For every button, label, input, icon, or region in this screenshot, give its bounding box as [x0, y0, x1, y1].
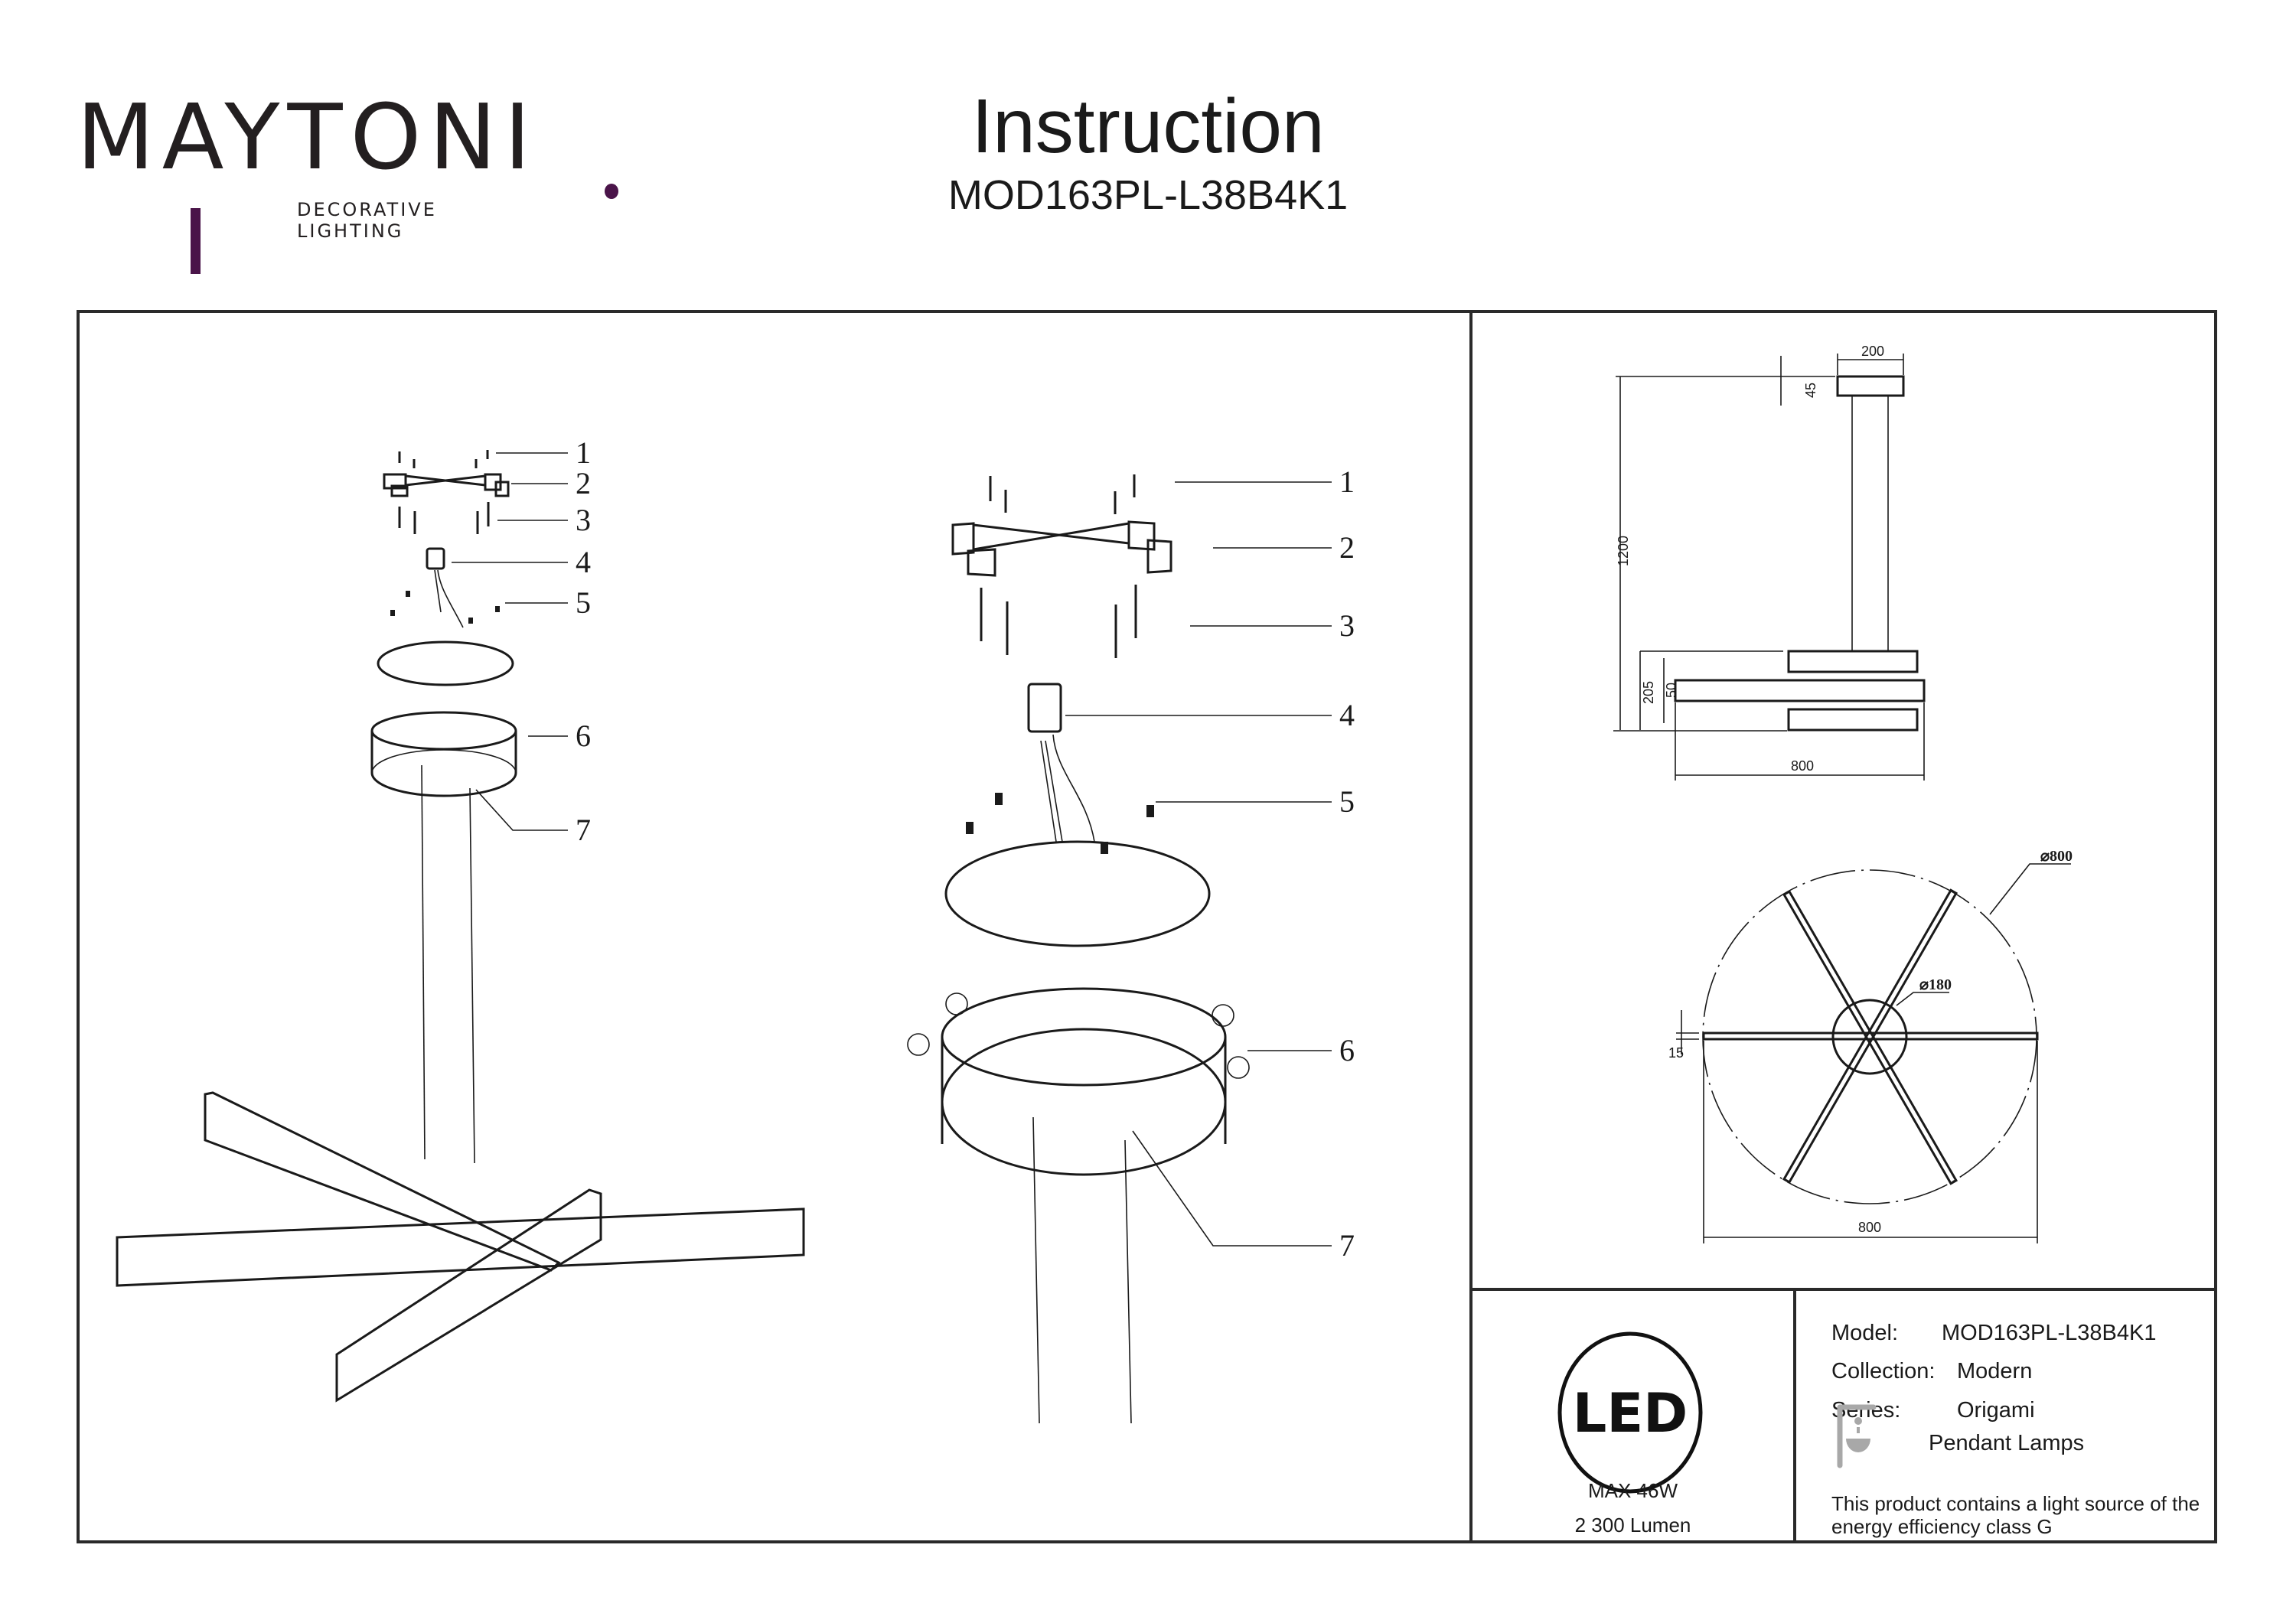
- dim-overall-width: 800: [1858, 1220, 1881, 1235]
- assembly-diagram-exploded: 1 2 3 4 5 6 7: [907, 464, 1355, 1424]
- small-screws-large: [966, 793, 1154, 854]
- dim-bar-height: 50: [1664, 683, 1679, 698]
- led-badge-icon: LED: [1557, 1331, 1703, 1494]
- category-label: Pendant Lamps: [1929, 1431, 2085, 1455]
- brand-accent-dot: [605, 184, 618, 199]
- callouts-large: [1065, 481, 1332, 1247]
- info-divider: [1793, 1288, 1796, 1543]
- energy-notice: This product contains a light source of …: [1831, 1492, 2200, 1538]
- info-model-value: MOD163PL-L38B4K1: [1942, 1321, 2157, 1345]
- dim-center-diameter: ⌀180: [1919, 976, 1952, 993]
- dim-canopy-height: 45: [1803, 383, 1818, 398]
- callout-large-2: 2: [1339, 530, 1355, 565]
- canopy-large: [907, 987, 1250, 1176]
- callout-2: 2: [576, 466, 591, 500]
- screw-anchors: [398, 450, 489, 468]
- mounting-plate-large: [944, 840, 1211, 947]
- brand-accent-bar: [191, 208, 201, 274]
- info-model-key: Model:: [1831, 1321, 1899, 1345]
- dim-bar-width: 15: [1668, 1045, 1684, 1061]
- screw-anchors-large: [989, 474, 1136, 514]
- dim-fixture-height: 205: [1641, 681, 1656, 704]
- lamp-body: [116, 1091, 805, 1403]
- frame-divider-horizontal: [1469, 1288, 2217, 1291]
- callout-6: 6: [576, 719, 591, 753]
- assembly-diagram-complete: 1 2 3 4 5 6 7: [116, 435, 805, 1403]
- info-series-key: Series:: [1831, 1398, 1901, 1423]
- pendant-lamp-icon: [1837, 1404, 1877, 1468]
- dim-total-height: 1200: [1616, 536, 1631, 566]
- info-collection-key: Collection:: [1831, 1359, 1936, 1383]
- callout-large-7: 7: [1339, 1228, 1355, 1263]
- small-screws: [390, 591, 500, 624]
- mounting-bracket-large: [951, 520, 1172, 577]
- led-label: LED: [1573, 1382, 1688, 1445]
- max-power: MAX 46W: [1587, 1479, 1678, 1502]
- terminal-block: [426, 547, 445, 570]
- callout-large-4: 4: [1339, 698, 1355, 732]
- callout-1: 1: [576, 435, 591, 470]
- callout-3: 3: [576, 503, 591, 537]
- callout-large-5: 5: [1339, 784, 1355, 819]
- screws: [398, 502, 490, 534]
- mounting-bracket: [383, 473, 510, 497]
- drawing-frame: [77, 310, 2217, 1543]
- dim-outer-diameter: ⌀800: [2040, 848, 2073, 865]
- model-heading: MOD163PL-L38B4K1: [947, 172, 1349, 218]
- callout-4: 4: [576, 545, 591, 579]
- info-collection-value: Modern: [1957, 1359, 2033, 1383]
- dim-canopy-width: 200: [1861, 344, 1884, 359]
- screws-large: [980, 585, 1137, 658]
- dim-fixture-width: 800: [1791, 758, 1814, 774]
- brand-tagline: DECORATIVE LIGHTING: [297, 199, 437, 242]
- callouts-small: [452, 452, 568, 831]
- callout-large-3: 3: [1339, 608, 1355, 643]
- page-title: Instruction: [971, 83, 1325, 169]
- frame-divider-vertical: [1469, 310, 1473, 1543]
- brand-name: MAYTONI: [77, 84, 539, 190]
- callout-7: 7: [576, 813, 591, 847]
- lumen-output: 2 300 Lumen: [1574, 1514, 1691, 1537]
- callout-large-1: 1: [1339, 464, 1355, 499]
- callout-large-6: 6: [1339, 1033, 1355, 1067]
- mounting-plate: [377, 640, 514, 686]
- canopy: [370, 711, 517, 797]
- brand-logo: MAYTONI DECORATIVE LIGHTING: [77, 84, 618, 274]
- callout-5: 5: [576, 585, 591, 620]
- terminal-block-large: [1027, 683, 1062, 733]
- info-series-value: Origami: [1957, 1398, 2035, 1423]
